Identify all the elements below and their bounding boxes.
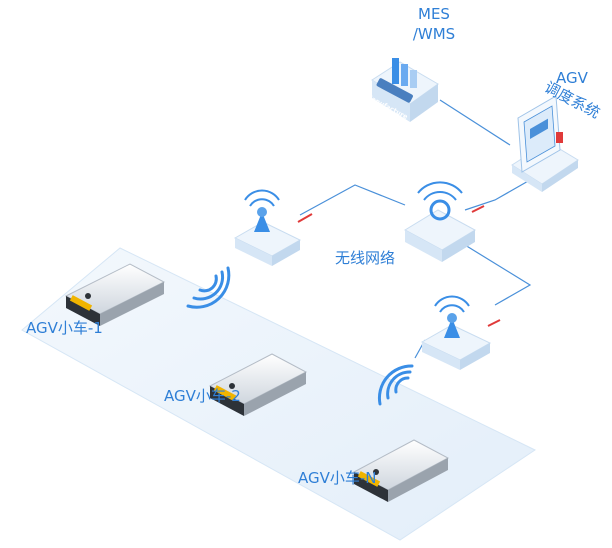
agv-vehicle-1-icon xyxy=(64,263,166,326)
network-label: 无线网络 xyxy=(335,249,396,267)
mes-label-line1: MES xyxy=(418,5,450,23)
link-dispatch-router xyxy=(464,179,531,211)
wifi-signal-icon-1 xyxy=(186,266,231,309)
mes-label-line2: /WMS xyxy=(412,25,456,43)
link-router-ap3 xyxy=(464,244,532,306)
agv-vehicle-n-icon xyxy=(352,439,450,502)
network-connections xyxy=(299,99,532,359)
dispatch-label-line1: AGV xyxy=(556,69,588,87)
agv-1-label: AGV小车-1 xyxy=(26,319,103,337)
agv-vehicle-2-icon xyxy=(208,353,308,416)
access-point-2-icon xyxy=(420,295,501,370)
link-ap1-router xyxy=(299,184,406,216)
mes-server-icon xyxy=(371,58,439,122)
wifi-signal-icon-2 xyxy=(377,364,414,406)
dispatch-monitor-icon xyxy=(511,95,579,192)
router-icon xyxy=(403,181,485,262)
access-point-1-icon xyxy=(233,189,313,266)
agv-n-label: AGV小车-N xyxy=(298,469,377,487)
agv-2-label: AGV小车-2 xyxy=(164,387,241,405)
link-mes-dispatch xyxy=(439,99,511,146)
